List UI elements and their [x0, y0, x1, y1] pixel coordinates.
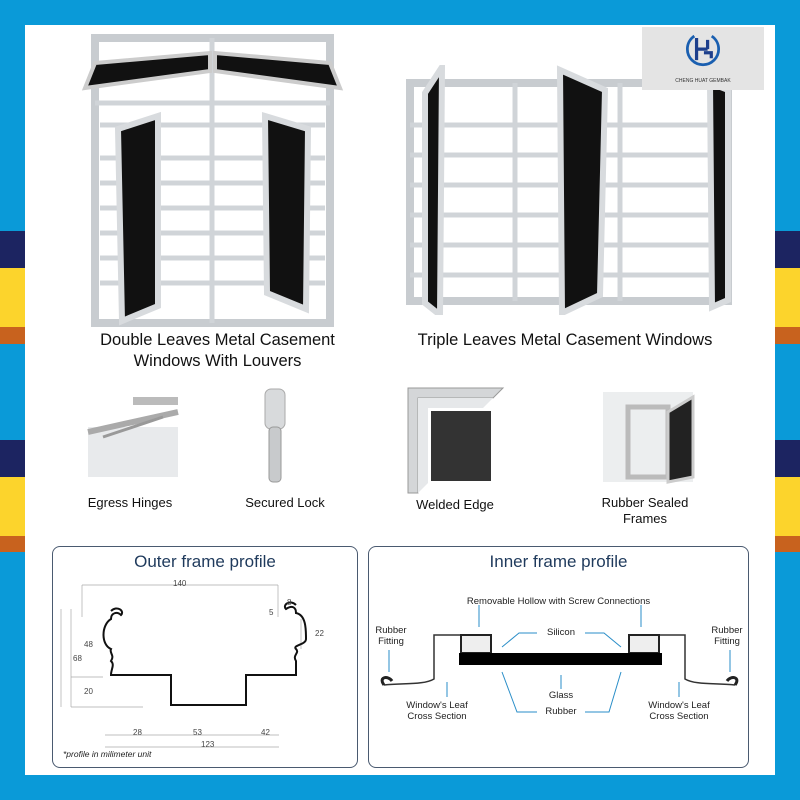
- feature-rubber-sealed: Rubber Sealed Frames: [580, 495, 710, 527]
- dim-140: 140: [173, 579, 187, 588]
- label-line: Cross Section: [649, 711, 709, 722]
- stripe-yellow: [775, 268, 800, 327]
- hg-logo-icon: [685, 32, 721, 67]
- feature-egress-hinges: Egress Hinges: [87, 495, 173, 510]
- stripe-orange: [0, 536, 25, 552]
- feature-label: Frames: [622, 511, 668, 526]
- stripe-orange: [0, 327, 25, 344]
- secured-lock-image: [264, 388, 286, 483]
- dim-8: 8: [287, 598, 292, 607]
- label-line: Fitting: [714, 636, 740, 647]
- dim-123: 123: [201, 740, 215, 749]
- inner-profile-title: Inner frame profile: [489, 552, 628, 571]
- stripe-navy: [0, 440, 25, 477]
- caption-line: Windows With Louvers: [133, 352, 302, 370]
- label-line: Window's Leaf: [406, 700, 468, 711]
- stripe-navy: [0, 231, 25, 268]
- label-glass: Glass: [548, 690, 574, 701]
- stripe-yellow: [775, 477, 800, 536]
- label-silicon: Silicon: [547, 627, 575, 638]
- triple-window-caption: Triple Leaves Metal Casement Windows: [417, 331, 713, 349]
- label-removable-hollow: Removable Hollow with Screw Connections: [466, 596, 651, 607]
- stripe-yellow: [0, 477, 25, 536]
- feature-label: Rubber Sealed: [601, 495, 689, 510]
- dim-68: 68: [73, 654, 82, 663]
- feature-secured-lock: Secured Lock: [245, 495, 325, 510]
- dim-48: 48: [84, 640, 93, 649]
- label-rubber: Rubber: [545, 706, 577, 717]
- label-line: Window's Leaf: [648, 700, 710, 711]
- rubber-sealed-frame-image: [603, 392, 695, 484]
- dim-22: 22: [315, 629, 324, 638]
- stripe-yellow: [0, 268, 25, 327]
- inner-profile-drawing: [380, 605, 739, 713]
- dim-5: 5: [269, 608, 274, 617]
- unit-note: *profile in milimeter unit: [63, 749, 152, 759]
- stripe-orange: [775, 327, 800, 344]
- outer-profile-drawing: [60, 584, 308, 748]
- dim-42: 42: [261, 728, 270, 737]
- triple-leaf-window-image: [406, 65, 732, 315]
- caption-line: Double Leaves Metal Casement: [100, 331, 335, 349]
- stripe-navy: [775, 440, 800, 477]
- logo: CHENG HUAT GEMBAK: [642, 27, 764, 90]
- dim-53: 53: [193, 728, 202, 737]
- feature-welded-edge: Welded Edge: [416, 497, 494, 512]
- dim-28: 28: [133, 728, 142, 737]
- label-line: Rubber: [711, 625, 743, 636]
- outer-frame-profile-box: Outer frame profile 140 8 5 22 48 68 20 …: [52, 546, 358, 768]
- double-window-caption: Double Leaves Metal Casement Windows Wit…: [80, 330, 355, 372]
- content-panel: CHENG HUAT GEMBAK Double Leaves Metal Ca…: [25, 25, 775, 775]
- label-line: Rubber: [375, 625, 407, 636]
- label-line: Fitting: [378, 636, 404, 647]
- dim-20: 20: [84, 687, 93, 696]
- label-line: Cross Section: [407, 711, 467, 722]
- stripe-orange: [775, 536, 800, 552]
- company-name: CHENG HUAT GEMBAK: [675, 78, 731, 84]
- inner-frame-profile-box: Inner frame profile Removable Hollow wit…: [368, 546, 749, 768]
- double-leaf-window-image: [81, 34, 344, 327]
- stripe-navy: [775, 231, 800, 268]
- welded-edge-image: [407, 387, 505, 494]
- egress-hinge-image: [87, 397, 179, 477]
- outer-profile-title: Outer frame profile: [134, 552, 276, 571]
